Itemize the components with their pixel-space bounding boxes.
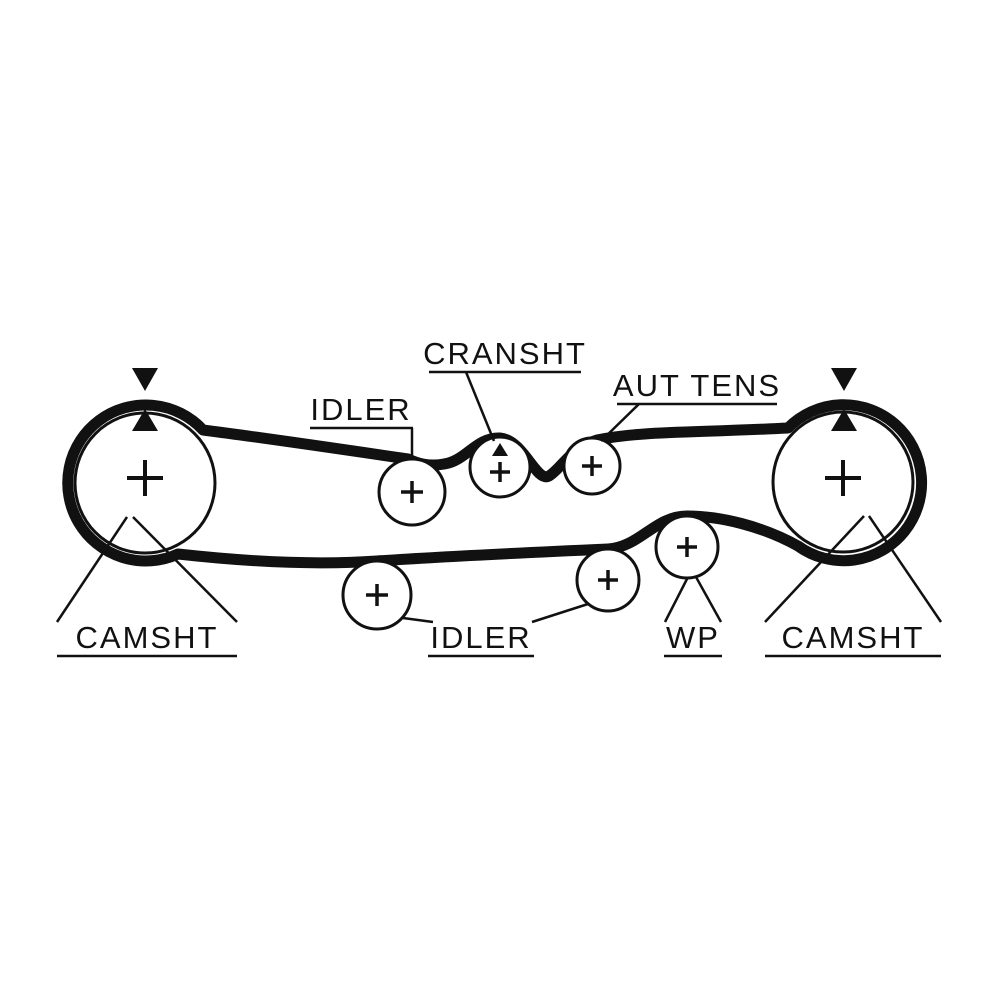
leader-idler-bottom-a (402, 616, 434, 624)
label-camsht-right: CAMSHT (782, 620, 925, 655)
alignment-triangle-crankshaft-icon (492, 443, 508, 456)
label-camsht-left: CAMSHT (76, 620, 219, 655)
leader-aut-tens (600, 403, 640, 442)
leader-wp-a (663, 576, 690, 623)
leader-camsht-left-a (55, 516, 129, 623)
alignment-triangle-up-right-icon (831, 409, 857, 431)
label-aut-tens: AUT TENS (613, 368, 781, 403)
leader-camsht-right-a (764, 515, 865, 623)
leader-wp-b (694, 576, 723, 623)
center-cross-idler-top (401, 481, 423, 503)
center-cross-camshaft-left (127, 460, 163, 496)
center-cross-idler-bottom-left (366, 584, 388, 606)
alignment-triangle-up-left-icon (132, 409, 158, 431)
leader-idler-bottom-b (531, 602, 589, 624)
alignment-triangle-down-left-icon (132, 368, 158, 391)
label-idler-top: IDLER (310, 392, 411, 427)
center-cross-crankshaft (490, 462, 510, 482)
leader-camsht-left-b (132, 516, 238, 623)
center-cross-idler-bottom-right (598, 570, 618, 590)
center-cross-camshaft-right (825, 460, 861, 496)
label-wp: WP (666, 620, 720, 655)
label-idler-bottom: IDLER (430, 620, 531, 655)
center-cross-water-pump (677, 537, 697, 557)
alignment-triangle-down-right-icon (831, 368, 857, 391)
center-cross-auto-tensioner (582, 456, 602, 476)
label-cransht: CRANSHT (423, 336, 587, 371)
leader-camsht-right-b (867, 515, 943, 623)
leader-cransht (464, 371, 496, 442)
